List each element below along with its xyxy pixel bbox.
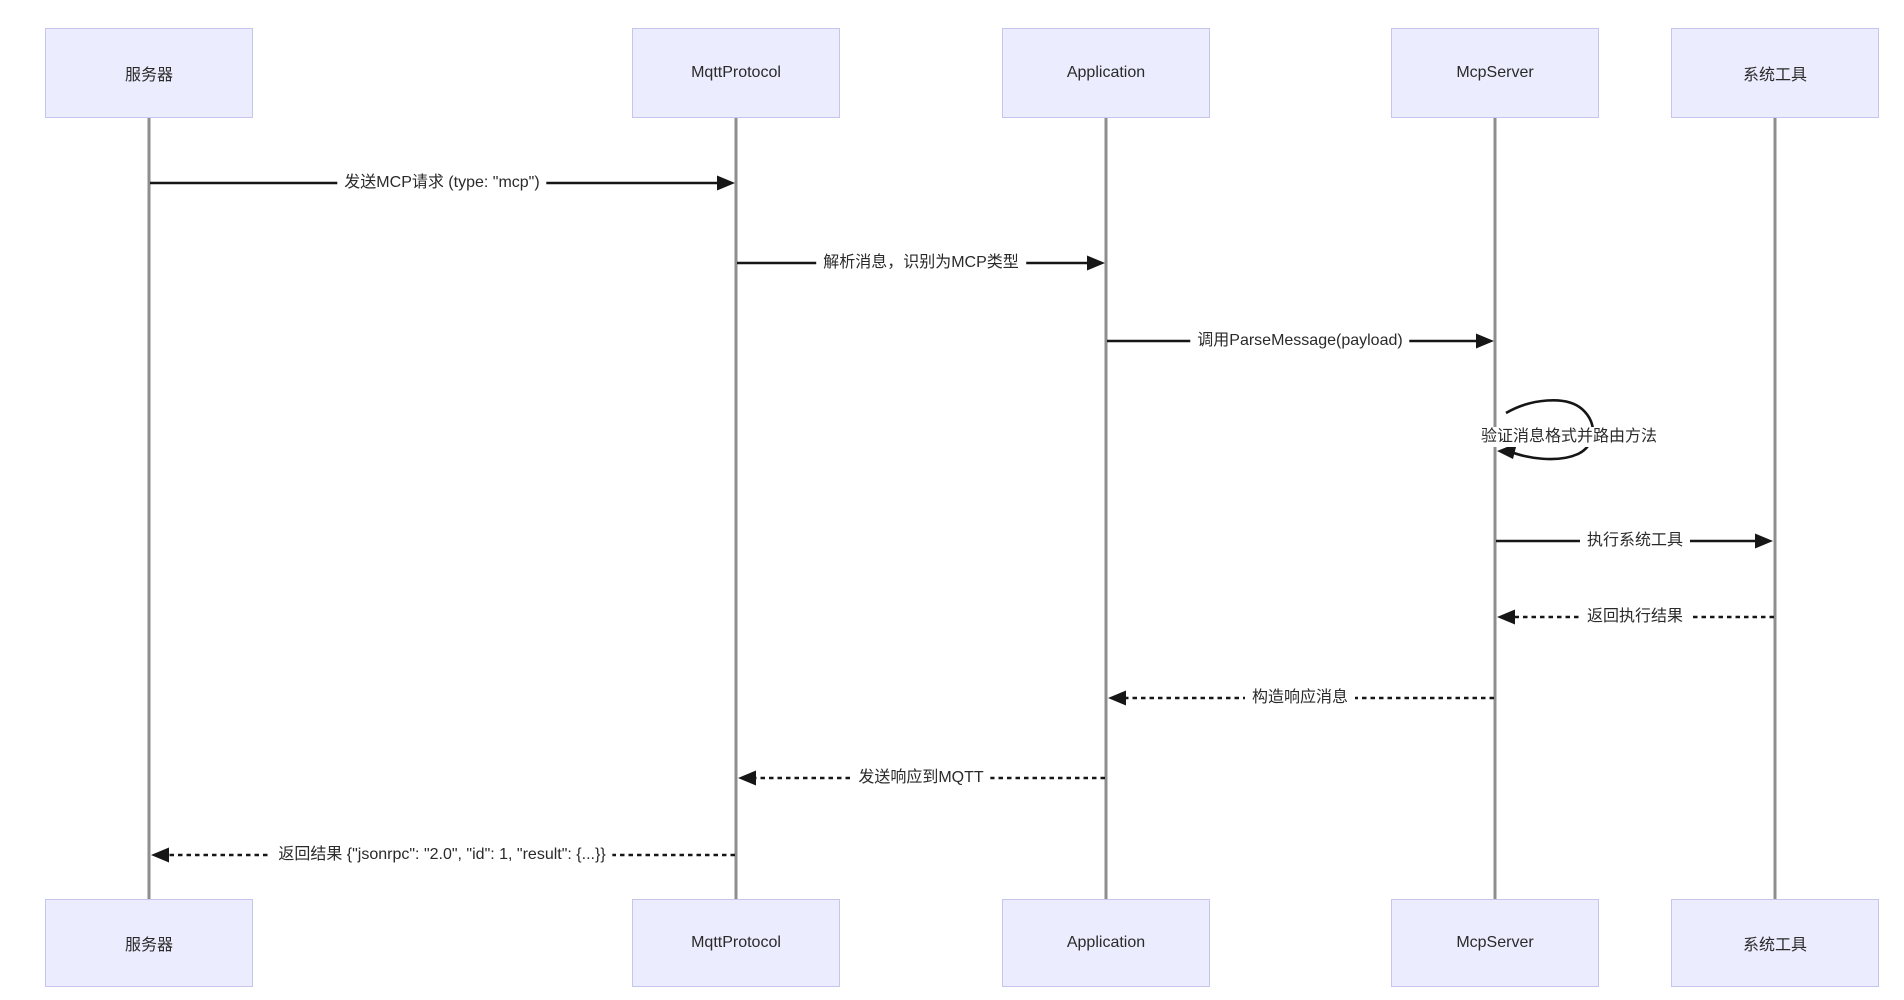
message-label-9: 返回结果 {"jsonrpc": "2.0", "id": 1, "result… [271,845,613,865]
actor-label: 服务器 [124,937,173,954]
actor-bottom-mqttprotocol: MqttProtocol [632,899,840,987]
actor-label: McpServer [1456,64,1534,81]
message-label-5: 执行系统工具 [1579,531,1691,551]
actor-label: MqttProtocol [691,64,781,81]
actor-top-application: Application [1002,28,1210,118]
actor-label: MqttProtocol [691,934,781,951]
actor-top-mqttprotocol: MqttProtocol [632,28,840,118]
actor-label: 系统工具 [1742,937,1807,954]
actor-label: McpServer [1456,934,1534,951]
actor-top-systemtools: 系统工具 [1671,28,1879,118]
message-label-7: 构造响应消息 [1244,688,1356,708]
actor-label: 服务器 [124,67,173,84]
actor-top-server: 服务器 [45,28,253,118]
message-label-8: 发送响应到MQTT [851,768,991,788]
message-label-1: 发送MCP请求 (type: "mcp") [337,173,547,193]
actor-top-mcpserver: McpServer [1391,28,1599,118]
message-arrow-7 [1108,690,1494,706]
actor-label: Application [1066,64,1146,81]
actor-bottom-mcpserver: McpServer [1391,899,1599,987]
actor-label: 系统工具 [1742,67,1807,84]
actor-bottom-application: Application [1002,899,1210,987]
actor-bottom-systemtools: 系统工具 [1671,899,1879,987]
message-label-2: 解析消息，识别为MCP类型 [816,253,1026,273]
message-label-6: 返回执行结果 [1579,607,1691,627]
message-label-4: 验证消息格式并路由方法 [1478,427,1661,447]
actor-label: Application [1066,934,1146,951]
actor-bottom-server: 服务器 [45,899,253,987]
message-label-3: 调用ParseMessage(payload) [1190,331,1410,351]
